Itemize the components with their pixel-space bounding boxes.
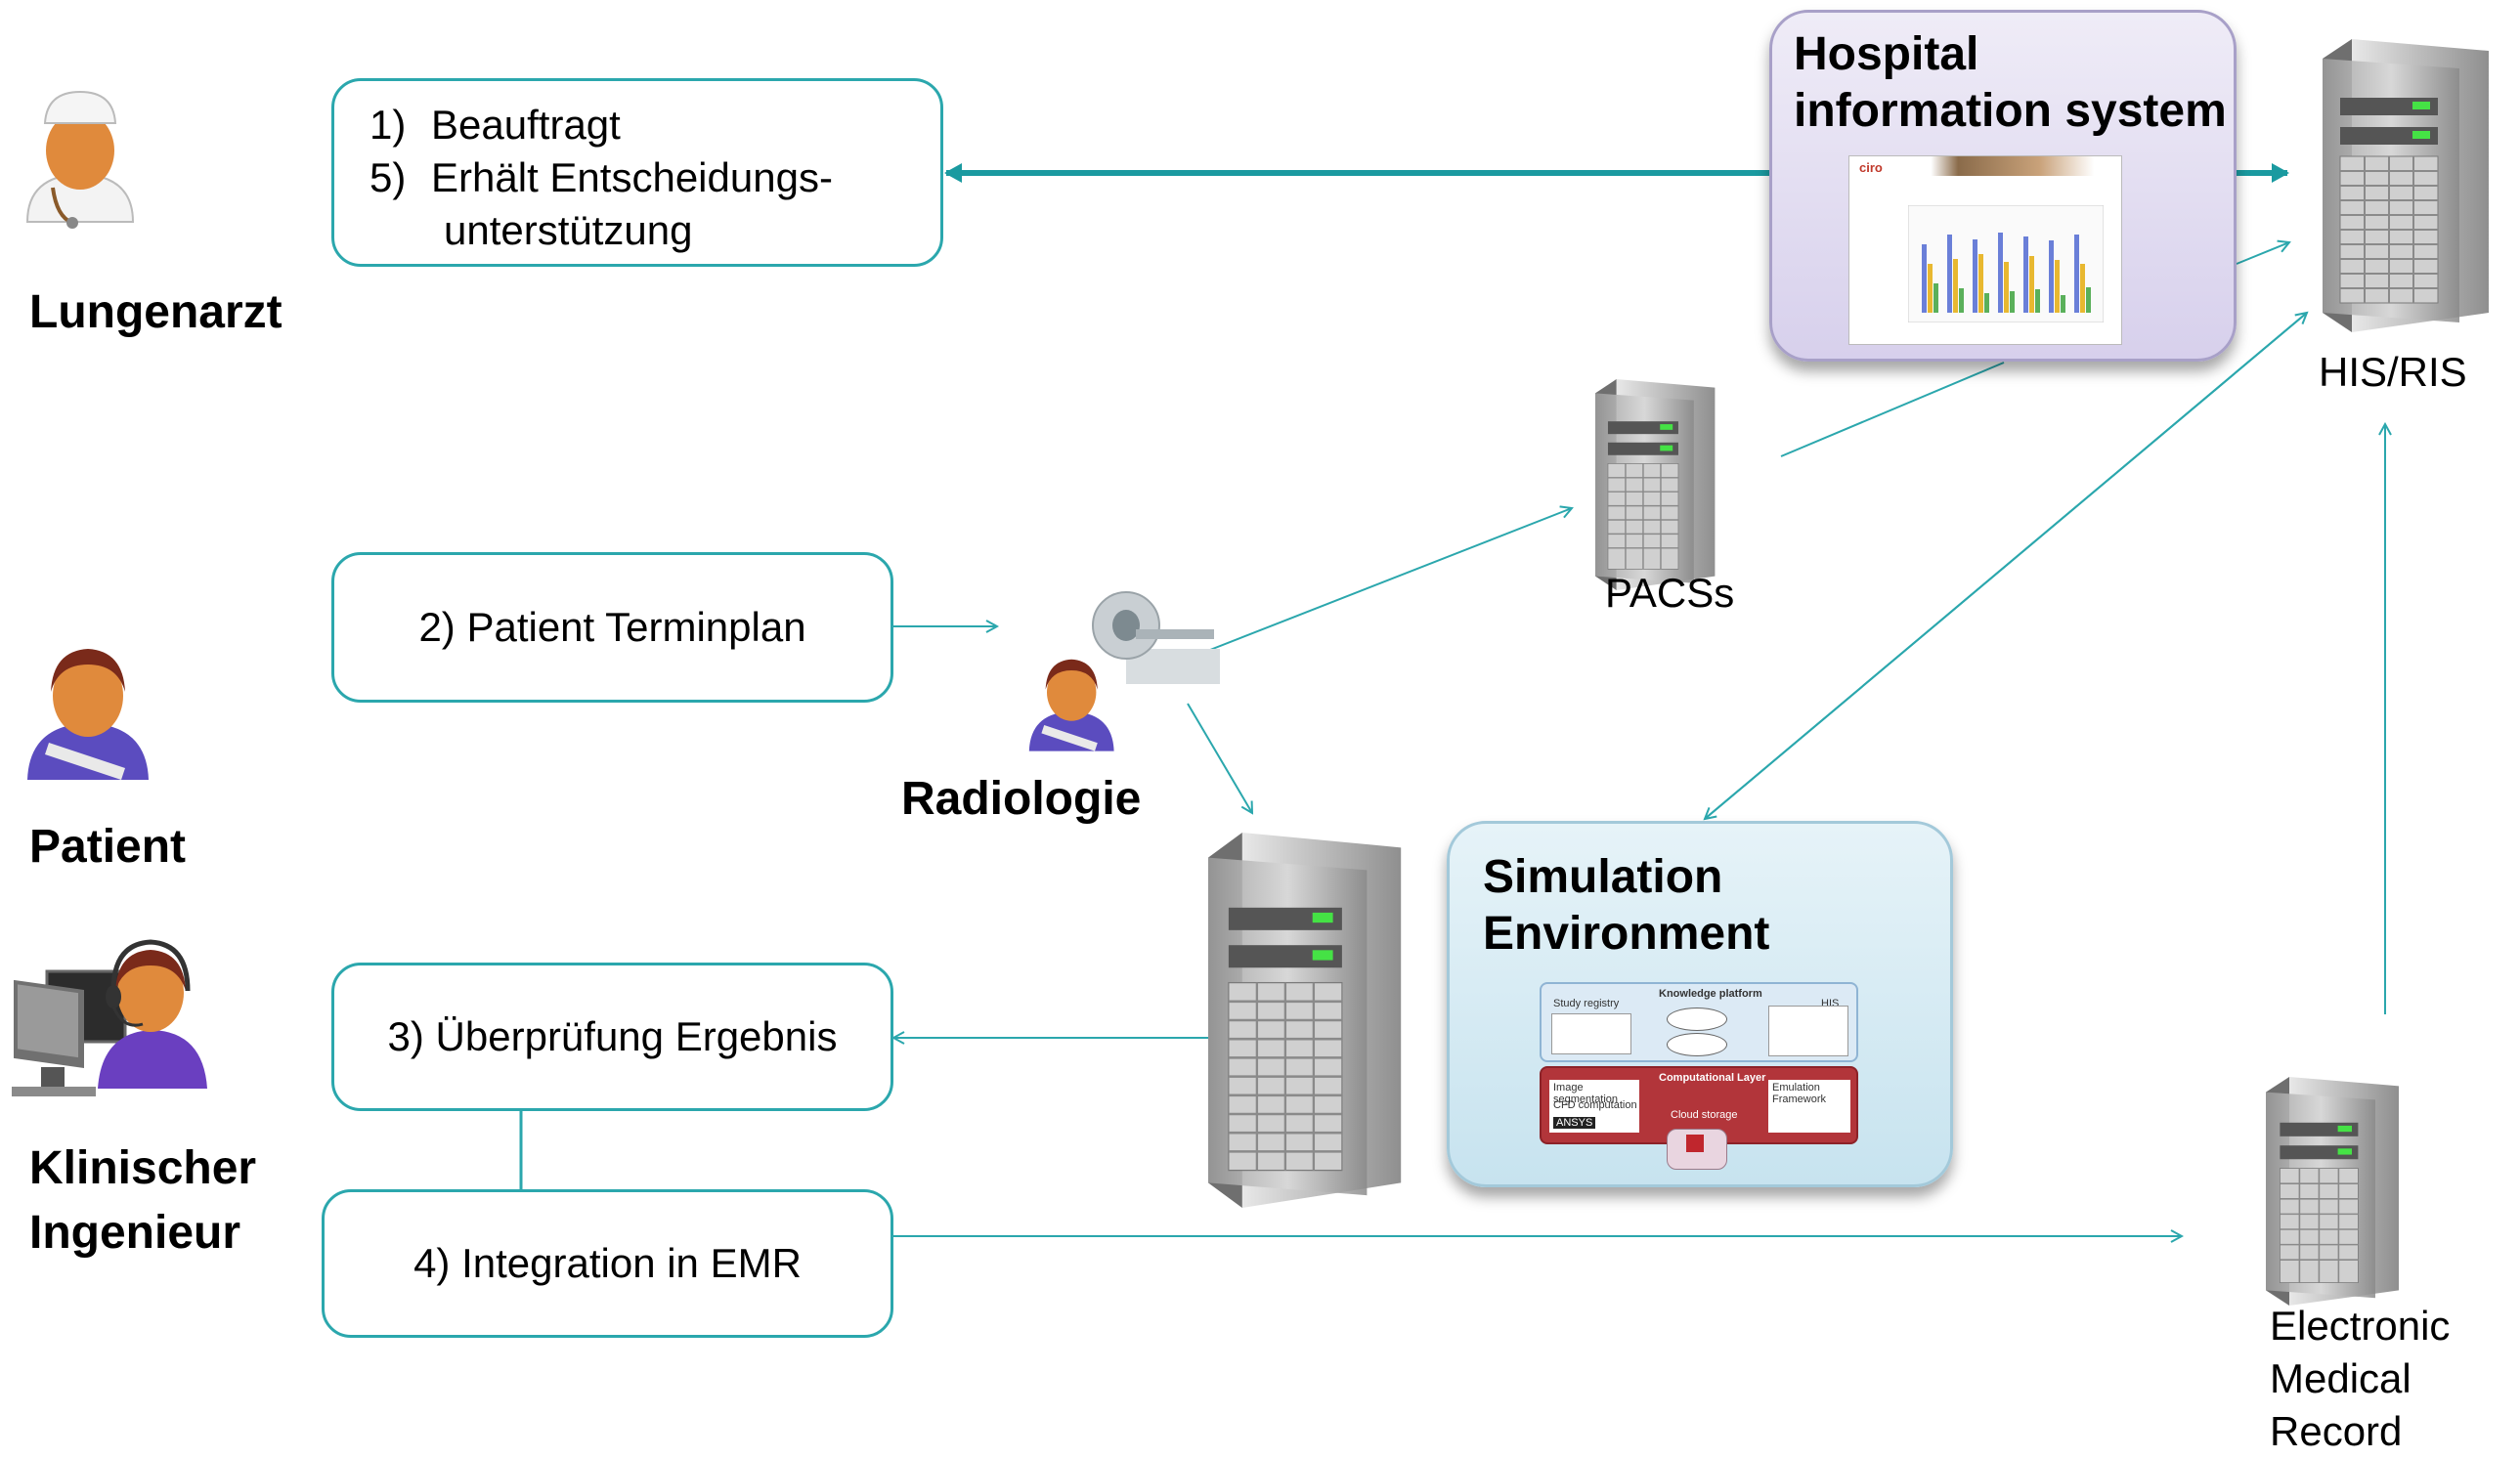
step5-number: 5) [369, 154, 407, 200]
sim-panel-title-line1: Simulation [1483, 851, 1723, 903]
arrow-his-panel-down-to-his-ris [2236, 242, 2289, 265]
emr-label-line1: Electronic [2270, 1303, 2451, 1349]
server-icon [2266, 1077, 2399, 1306]
simulation-panel: Simulation Environment Knowledge platfor… [1447, 821, 1953, 1187]
step1-text: Beauftragt [431, 102, 621, 148]
arrow-radiology-to-pacs [1182, 508, 1572, 662]
actor-engineer-label-line1: Klinischer [29, 1142, 257, 1194]
sim-cloud-storage: Cloud storage [1671, 1109, 1738, 1121]
step-box-integration: 4) Integration in EMR [322, 1189, 893, 1338]
sim-computational-layer: Computational Layer [1659, 1072, 1766, 1084]
his-ris-label: HIS/RIS [2319, 349, 2467, 395]
step5-text-line2: unterstützung [444, 207, 693, 253]
emr-label-line3: Record [2270, 1408, 2403, 1454]
his-logo: ciro [1859, 160, 1883, 175]
server-icon [2323, 39, 2489, 332]
step1-number: 1) [369, 102, 407, 148]
step-box-ueberpruefung: 3) Überprüfung Ergebnis [331, 963, 893, 1111]
sim-emulation-framework: Emulation Framework [1772, 1082, 1827, 1105]
server-icon [1208, 833, 1402, 1208]
actor-lungenarzt-label: Lungenarzt [29, 286, 282, 338]
sim-knowledge-platform: Knowledge platform [1659, 988, 1762, 1000]
line-pacs-to-his [1780, 362, 2005, 457]
sim-study-registry: Study registry [1553, 998, 1620, 1009]
pacs-label: PACSs [1605, 570, 1735, 616]
sim-cfd-computation: CFD computation [1553, 1099, 1637, 1111]
step3-text: 3) Überprüfung Ergebnis [387, 1013, 838, 1059]
step-box-auftrag: 1) Beauftragt 5) Erhält Entscheidungs- u… [331, 78, 943, 267]
step-box-terminplan: 2) Patient Terminplan [331, 552, 893, 703]
engineer-icon [12, 939, 207, 1096]
step5-text-line1: Erhält Entscheidungs- [431, 154, 833, 200]
actor-radiology-label: Radiologie [901, 773, 1142, 825]
ct-scanner-icon [1092, 591, 1220, 684]
sim-image-segmentation: Image segmentation [1553, 1082, 1619, 1105]
his-panel: Hospital information system ciro [1769, 10, 2237, 362]
sim-ansys: ANSYS [1553, 1117, 1596, 1129]
his-panel-title-line1: Hospital [1794, 28, 1979, 80]
sim-architecture-thumbnail: Knowledge platform Study registry HIS Co… [1540, 982, 1858, 1170]
arrow-radiology-to-server [1187, 703, 1252, 813]
his-thumbnail-chart [1908, 205, 2104, 322]
patient-icon [27, 649, 149, 780]
radiologist-icon [1028, 659, 1114, 751]
step4-text: 4) Integration in EMR [413, 1240, 802, 1286]
his-screenshot-thumbnail: ciro [1848, 155, 2122, 345]
doctor-icon [25, 90, 135, 229]
server-icon [1595, 379, 1716, 590]
actor-patient-label: Patient [29, 821, 187, 873]
his-panel-title-line2: information system [1794, 85, 2227, 137]
sim-panel-title-line2: Environment [1483, 908, 1770, 960]
emr-label-line2: Medical [2270, 1355, 2411, 1401]
step2-text: 2) Patient Terminplan [418, 604, 806, 650]
actor-engineer-label-line2: Ingenieur [29, 1207, 241, 1259]
arrow-sim-to-his-ris [1704, 313, 2307, 820]
